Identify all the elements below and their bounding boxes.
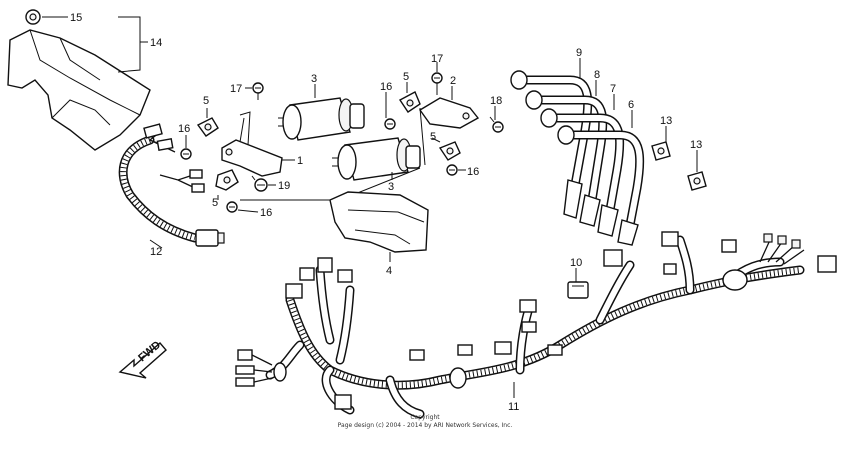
callout-5b: 5 bbox=[212, 197, 218, 209]
part-5-clip-b[interactable] bbox=[215, 169, 239, 191]
callout-9: 9 bbox=[576, 47, 582, 59]
callout-13a: 13 bbox=[660, 115, 672, 127]
part-15-grommet[interactable] bbox=[25, 9, 41, 25]
callout-3a: 3 bbox=[311, 73, 317, 85]
part-9-plug-lead[interactable] bbox=[510, 70, 593, 219]
part-13-clamp-a[interactable] bbox=[651, 141, 671, 161]
part-19-bolt[interactable] bbox=[251, 175, 268, 192]
part-4-coil-cover[interactable] bbox=[329, 191, 429, 253]
callout-16b: 16 bbox=[260, 207, 272, 219]
callout-17b: 17 bbox=[431, 53, 443, 65]
callout-19: 19 bbox=[278, 180, 290, 192]
part-6-plug-lead[interactable] bbox=[557, 125, 645, 246]
part-2-stay[interactable] bbox=[418, 97, 480, 166]
part-16-bolt-d[interactable] bbox=[446, 164, 458, 176]
callout-1: 1 bbox=[297, 155, 303, 167]
callout-13b: 13 bbox=[690, 139, 702, 151]
callout-5c: 5 bbox=[403, 71, 409, 83]
part-17-screw-b[interactable] bbox=[431, 72, 443, 95]
callout-16a: 16 bbox=[178, 123, 190, 135]
callout-2: 2 bbox=[450, 75, 456, 87]
callout-5a: 5 bbox=[203, 95, 209, 107]
part-18-bolt[interactable] bbox=[489, 116, 504, 133]
part-10-relay[interactable] bbox=[567, 281, 589, 299]
callout-5d: 5 bbox=[430, 131, 436, 143]
part-17-screw-a[interactable] bbox=[252, 82, 264, 100]
copyright-line-1: Copyright bbox=[410, 414, 440, 421]
callout-18: 18 bbox=[490, 95, 502, 107]
callout-16d: 16 bbox=[467, 166, 479, 178]
part-13-clamp-b[interactable] bbox=[687, 171, 707, 191]
part-5-clip-a[interactable] bbox=[196, 117, 219, 137]
part-5-clip-d[interactable] bbox=[438, 141, 461, 161]
callout-6: 6 bbox=[628, 99, 634, 111]
callout-11: 11 bbox=[508, 401, 519, 413]
callout-7: 7 bbox=[610, 83, 616, 95]
part-16-bolt-a[interactable] bbox=[180, 148, 192, 160]
callout-4: 4 bbox=[386, 265, 392, 277]
callout-14: 14 bbox=[150, 37, 162, 49]
part-14-cover[interactable] bbox=[7, 29, 151, 151]
callout-16c: 16 bbox=[380, 81, 392, 93]
part-12-sub-harness[interactable] bbox=[118, 123, 225, 247]
callout-17a: 17 bbox=[230, 83, 242, 95]
callout-10: 10 bbox=[570, 257, 582, 269]
callout-15: 15 bbox=[70, 12, 82, 24]
part-16-bolt-b[interactable] bbox=[226, 201, 238, 213]
callout-12: 12 bbox=[150, 246, 162, 258]
part-5-clip-c[interactable] bbox=[398, 91, 421, 113]
part-3-ignition-coil-lower[interactable] bbox=[332, 137, 421, 181]
part-1-bracket[interactable] bbox=[221, 111, 283, 177]
fwd-direction-arrow: FWD bbox=[118, 339, 167, 379]
part-16-bolt-c[interactable] bbox=[384, 118, 396, 130]
callout-3b: 3 bbox=[388, 181, 394, 193]
part-11-main-harness[interactable] bbox=[235, 231, 837, 419]
copyright-line-2: Page design (c) 2004 - 2014 by ARI Netwo… bbox=[338, 422, 513, 429]
part-3-ignition-coil-upper[interactable] bbox=[278, 97, 365, 141]
callout-8: 8 bbox=[594, 69, 600, 81]
